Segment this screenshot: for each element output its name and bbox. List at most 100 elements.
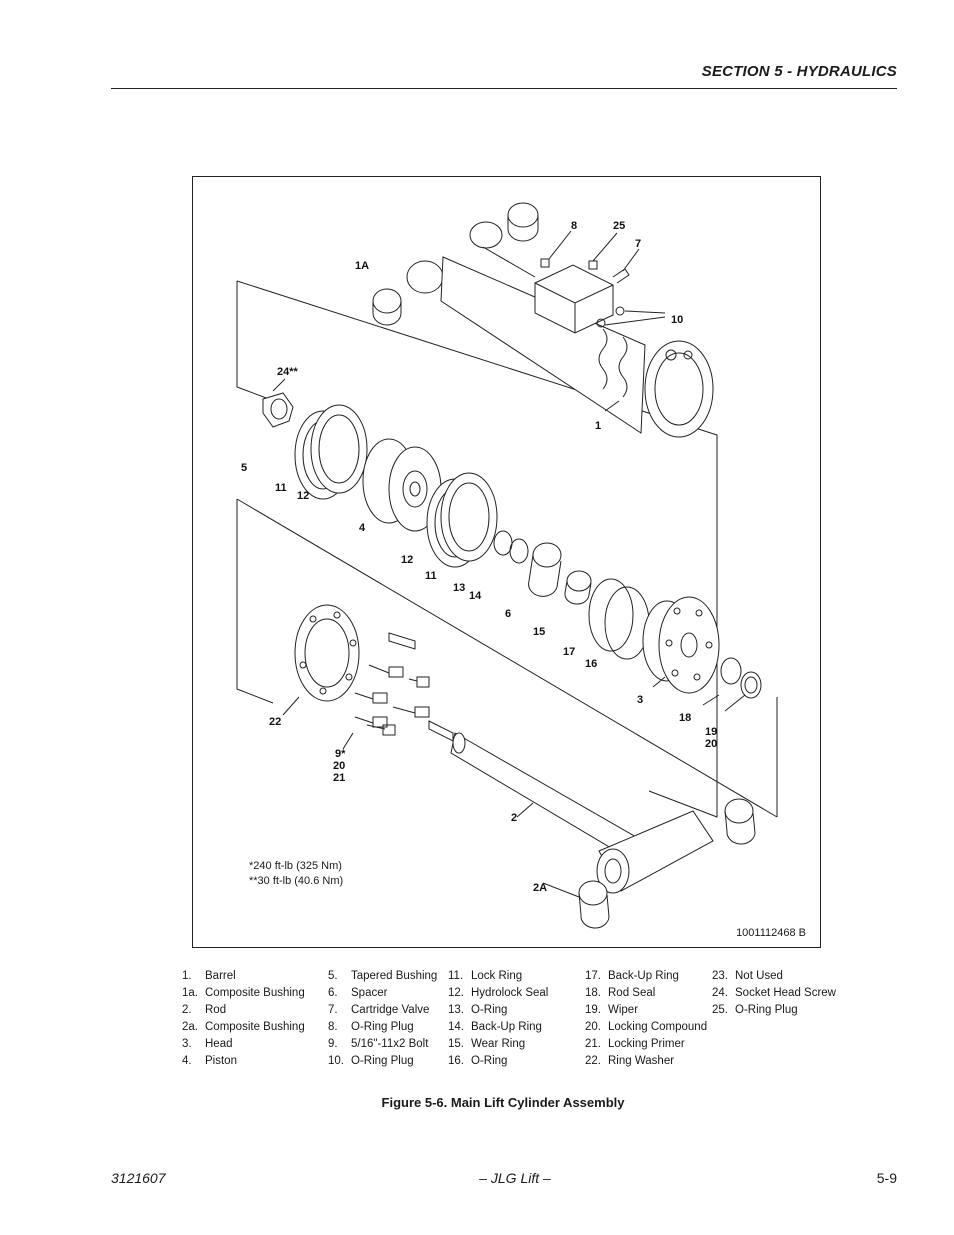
legend-item: 1. Barrel	[182, 968, 305, 985]
section-title: SECTION 5 - HYDRAULICS	[701, 63, 897, 80]
legend-item: 2a. Composite Bushing	[182, 1019, 305, 1036]
callout-3: 3	[637, 694, 643, 706]
composite-bushing-1a	[372, 288, 402, 326]
legend-number: 24.	[712, 987, 728, 999]
legend-item: 6.Spacer	[328, 985, 437, 1002]
callout-21: 21	[333, 772, 345, 784]
o-ring-16	[604, 586, 650, 660]
barrel-part	[406, 221, 714, 438]
legend-item: 8.O-Ring Plug	[328, 1019, 437, 1036]
callout-15: 15	[533, 626, 545, 638]
legend-number: 23.	[712, 970, 728, 982]
callout-24: 24**	[277, 366, 299, 378]
legend-label: Wear Ring	[471, 1038, 526, 1050]
callout-1: 1	[595, 420, 601, 432]
legend-number: 13.	[448, 1004, 464, 1016]
legend-label: Piston	[205, 1055, 237, 1067]
callout-20-right: 20	[705, 738, 717, 750]
spacer-6	[528, 542, 562, 597]
composite-bushing-2a	[578, 880, 610, 929]
cylinder-exploded-drawing: 8 25 7 1A 10 24** 1 5 11 12 4 12 11 13 1…	[236, 202, 778, 929]
callout-20-left: 20	[333, 760, 345, 772]
legend-number: 14.	[448, 1021, 464, 1033]
callout-6: 6	[505, 608, 511, 620]
legend-number: 15.	[448, 1038, 464, 1050]
legend-item: 12. Hydrolock Seal	[448, 985, 548, 1002]
callout-11-upper: 11	[275, 482, 287, 494]
legend-item: 1a. Composite Bushing	[182, 985, 305, 1002]
seal-set-left	[294, 404, 368, 500]
ring-washer-22	[294, 604, 360, 702]
legend-label: Barrel	[205, 970, 236, 982]
wiper-19	[740, 671, 762, 699]
callout-25: 25	[613, 220, 625, 232]
legend-number: 2a.	[182, 1021, 198, 1033]
legend-label: Back-Up Ring	[471, 1021, 542, 1033]
legend-item: 2. Rod	[182, 1002, 305, 1019]
seal-set-right	[426, 472, 498, 568]
legend-number: 16.	[448, 1055, 464, 1067]
drawing-number: 1001112468 B	[736, 927, 806, 939]
rod-2	[428, 720, 714, 894]
legend-label: Locking Compound	[608, 1021, 708, 1033]
legend-label: Cartridge Valve	[351, 1004, 430, 1016]
legend-column-4: 17.Back-Up Ring 18.Rod Seal 19.Wiper 20.…	[585, 968, 707, 1070]
legend-item: 4.Piston	[182, 1053, 305, 1070]
legend-label: Spacer	[351, 987, 388, 999]
footer-doc-number: 3121607	[111, 1170, 166, 1186]
legend-item: 21.Locking Primer	[585, 1036, 707, 1053]
legend-label: Hydrolock Seal	[471, 987, 549, 999]
legend-item: 13.O-Ring	[448, 1002, 548, 1019]
head-3	[642, 596, 720, 694]
callout-22: 22	[269, 716, 281, 728]
callout-10: 10	[671, 314, 683, 326]
backup-ring-17	[588, 578, 634, 652]
callout-12-lower: 12	[401, 554, 413, 566]
legend-label: Rod	[205, 1004, 227, 1016]
legend-label: 5/16"-11x2 Bolt	[351, 1038, 429, 1050]
legend-number: 2.	[182, 1004, 192, 1016]
legend-item: 19.Wiper	[585, 1002, 707, 1019]
legend-item: 5. Tapered Bushing	[328, 968, 437, 985]
legend-column-2: 5. Tapered Bushing 6.Spacer 7. Cartridge V…	[328, 968, 437, 1070]
legend-label: Head	[205, 1038, 233, 1050]
callout-18: 18	[679, 712, 691, 724]
legend-number: 3.	[182, 1038, 192, 1050]
legend-label: O-Ring Plug	[351, 1021, 414, 1033]
legend-label: Wiper	[608, 1004, 639, 1016]
legend-item: 15. Wear Ring	[448, 1036, 548, 1053]
callout-12-upper: 12	[297, 490, 309, 502]
callout-2: 2	[511, 812, 517, 824]
legend-label: Composite Bushing	[205, 987, 305, 999]
callout-13: 13	[453, 582, 465, 594]
legend-number: 1a.	[182, 987, 198, 999]
bolts-9	[354, 632, 430, 736]
legend-item: 23.Not Used	[712, 968, 836, 985]
callout-7: 7	[635, 238, 641, 250]
legend-number: 20.	[585, 1021, 601, 1033]
legend-item: 20. Locking Compound	[585, 1019, 707, 1036]
rod-seal-18	[720, 657, 742, 685]
legend-label: O-Ring Plug	[735, 1004, 798, 1016]
legend-number: 5.	[328, 970, 338, 982]
legend-number: 12.	[448, 987, 464, 999]
footer-brand: – JLG Lift –	[479, 1170, 551, 1186]
legend-number: 1.	[182, 970, 192, 982]
footer-page-number: 5-9	[876, 1170, 897, 1186]
legend-label: Composite Bushing	[205, 1021, 305, 1033]
legend-item: 24.Socket Head Screw	[712, 985, 836, 1002]
legend-label: Lock Ring	[471, 970, 523, 982]
legend-label: O-Ring Plug	[351, 1055, 414, 1067]
legend-item: 16.O-Ring	[448, 1053, 548, 1070]
wear-ring-15	[564, 570, 592, 605]
callout-1a: 1A	[355, 260, 369, 272]
callout-4: 4	[359, 522, 366, 534]
legend-label: Tapered Bushing	[351, 970, 438, 982]
callout-5: 5	[241, 462, 247, 474]
callout-19: 19	[705, 726, 717, 738]
legend-item: 9.5/16"-11x2 Bolt	[328, 1036, 437, 1053]
legend-label: Rod Seal	[608, 987, 656, 999]
legend-column-1: 1. Barrel 1a. Composite Bushing 2. Rod 2a. C…	[182, 968, 305, 1070]
legend-label: Locking Primer	[608, 1038, 685, 1050]
legend-number: 7.	[328, 1004, 338, 1016]
